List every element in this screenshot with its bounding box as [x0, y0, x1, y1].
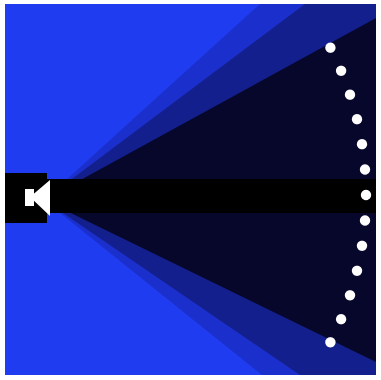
microphone-dot-6	[360, 164, 370, 174]
microphone-dot-10	[352, 266, 362, 276]
microphone-dot-5	[357, 139, 367, 149]
microphone-dot-7	[361, 190, 371, 200]
microphone-dot-11	[345, 290, 355, 300]
microphone-dot-8	[360, 215, 370, 225]
microphone-dot-3	[345, 90, 355, 100]
microphone-dot-4	[352, 114, 362, 124]
microphone-dot-1	[325, 43, 335, 53]
microphone-dot-2	[336, 66, 346, 76]
microphone-dot-13	[325, 337, 335, 347]
microphone-dot-9	[357, 241, 367, 251]
microphone-dot-12	[336, 314, 346, 324]
beam-core	[44, 179, 376, 213]
